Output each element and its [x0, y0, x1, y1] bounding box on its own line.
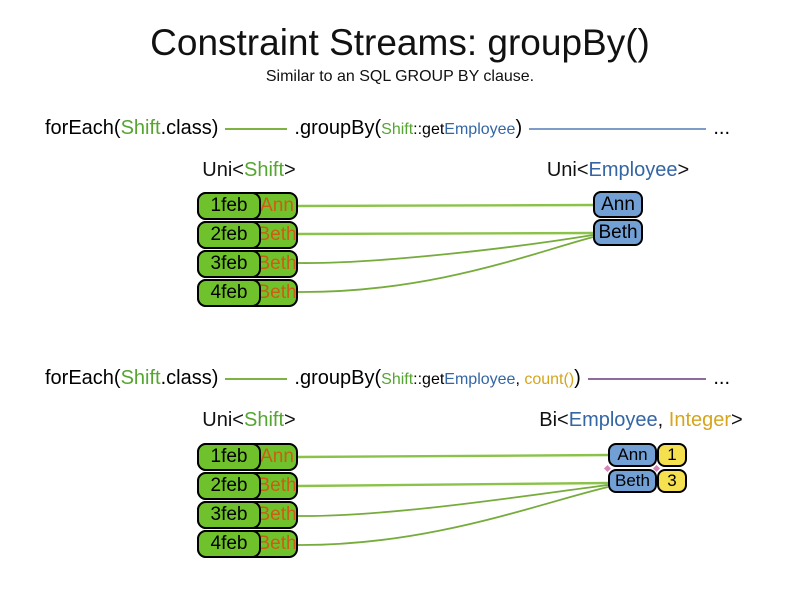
shift-date-cell: 4feb [197, 530, 261, 558]
group-row: Beth 3 [608, 469, 687, 493]
bi-employee-integer-label: Bi<Employee, Integer> [539, 409, 743, 431]
foreach-call: forEach(Shift.class) [45, 367, 219, 389]
shift-box-group-2: Ann 1feb Beth 2feb Beth 3feb Beth 4feb [197, 443, 298, 559]
stream-line-purple [587, 377, 707, 380]
shift-box: Beth 3feb [197, 250, 298, 278]
foreach-call: forEach(Shift.class) [45, 117, 219, 139]
shift-date-cell: 3feb [197, 501, 261, 529]
mapping-line [297, 236, 594, 293]
group-row: Ann 1 [608, 443, 687, 467]
arg-employee-token: Employee [444, 121, 516, 138]
shift-box: Ann 1feb [197, 443, 298, 471]
shift-box-group-1: Ann 1feb Beth 2feb Beth 3feb Beth 4feb [197, 192, 298, 308]
shift-date-cell: 1feb [197, 443, 261, 471]
shift-date-cell: 3feb [197, 250, 261, 278]
mapping-line [297, 234, 594, 264]
shift-date-cell: 2feb [197, 472, 261, 500]
shift-employee-name: Beth [257, 282, 297, 303]
shift-employee-name: Beth [257, 224, 297, 245]
count-box: 3 [657, 469, 687, 493]
employee-box: Beth [608, 469, 657, 493]
mapping-line [297, 481, 611, 488]
count-box: 1 [657, 443, 687, 467]
ellipsis: ... [713, 117, 730, 139]
shift-employee-name: Ann [260, 446, 294, 467]
shift-employee-name: Beth [257, 533, 297, 554]
code-line-1: forEach(Shift.class) .groupBy(Shift::get… [45, 117, 730, 140]
ellipsis: ... [713, 367, 730, 389]
uni-employee-label: Uni<Employee> [546, 159, 690, 181]
arg-employee-token: Employee [444, 371, 516, 388]
groupby-call: .groupBy(Shift::getEmployee) [294, 117, 523, 139]
employee-box: Ann [593, 191, 643, 218]
shift-date-cell: 2feb [197, 221, 261, 249]
mapping-line [297, 453, 611, 459]
shift-employee-name: Beth [257, 253, 297, 274]
mapping-line [297, 231, 596, 236]
shift-employee-name: Ann [260, 195, 294, 216]
shift-class-token: Shift [120, 367, 161, 389]
mapping-line [297, 203, 596, 208]
page-title: Constraint Streams: groupBy() [150, 22, 650, 63]
arg-shift-token: Shift [381, 371, 414, 388]
shift-class-token: Shift [120, 117, 161, 139]
shift-date-cell: 4feb [197, 279, 261, 307]
shift-box: Beth 2feb [197, 221, 298, 249]
shift-box: Beth 4feb [197, 530, 298, 558]
grouped-result-group: Ann 1 Beth 3 [608, 443, 687, 495]
uni-shift-label: Uni<Shift> [202, 159, 296, 181]
employee-box: Ann [608, 443, 657, 467]
employee-box-group-1: Ann Beth [593, 191, 643, 247]
shift-box: Ann 1feb [197, 192, 298, 220]
arg-count-token: count() [524, 371, 575, 388]
shift-box: Beth 4feb [197, 279, 298, 307]
shift-box: Beth 2feb [197, 472, 298, 500]
groupby-call: .groupBy(Shift::getEmployee, count()) [294, 367, 581, 389]
stream-line-green [225, 127, 288, 130]
stream-line-blue [529, 127, 707, 130]
shift-box: Beth 3feb [197, 501, 298, 529]
stream-line-green [225, 377, 288, 380]
shift-date-cell: 1feb [197, 192, 261, 220]
mapping-line [297, 486, 609, 546]
mapping-line [297, 484, 609, 517]
uni-shift-label-2: Uni<Shift> [202, 409, 296, 431]
shift-employee-name: Beth [257, 475, 297, 496]
shift-employee-name: Beth [257, 504, 297, 525]
employee-box: Beth [593, 219, 643, 246]
code-line-2: forEach(Shift.class) .groupBy(Shift::get… [45, 367, 730, 390]
arg-shift-token: Shift [381, 121, 414, 138]
page-subtitle: Similar to an SQL GROUP BY clause. [265, 68, 535, 85]
